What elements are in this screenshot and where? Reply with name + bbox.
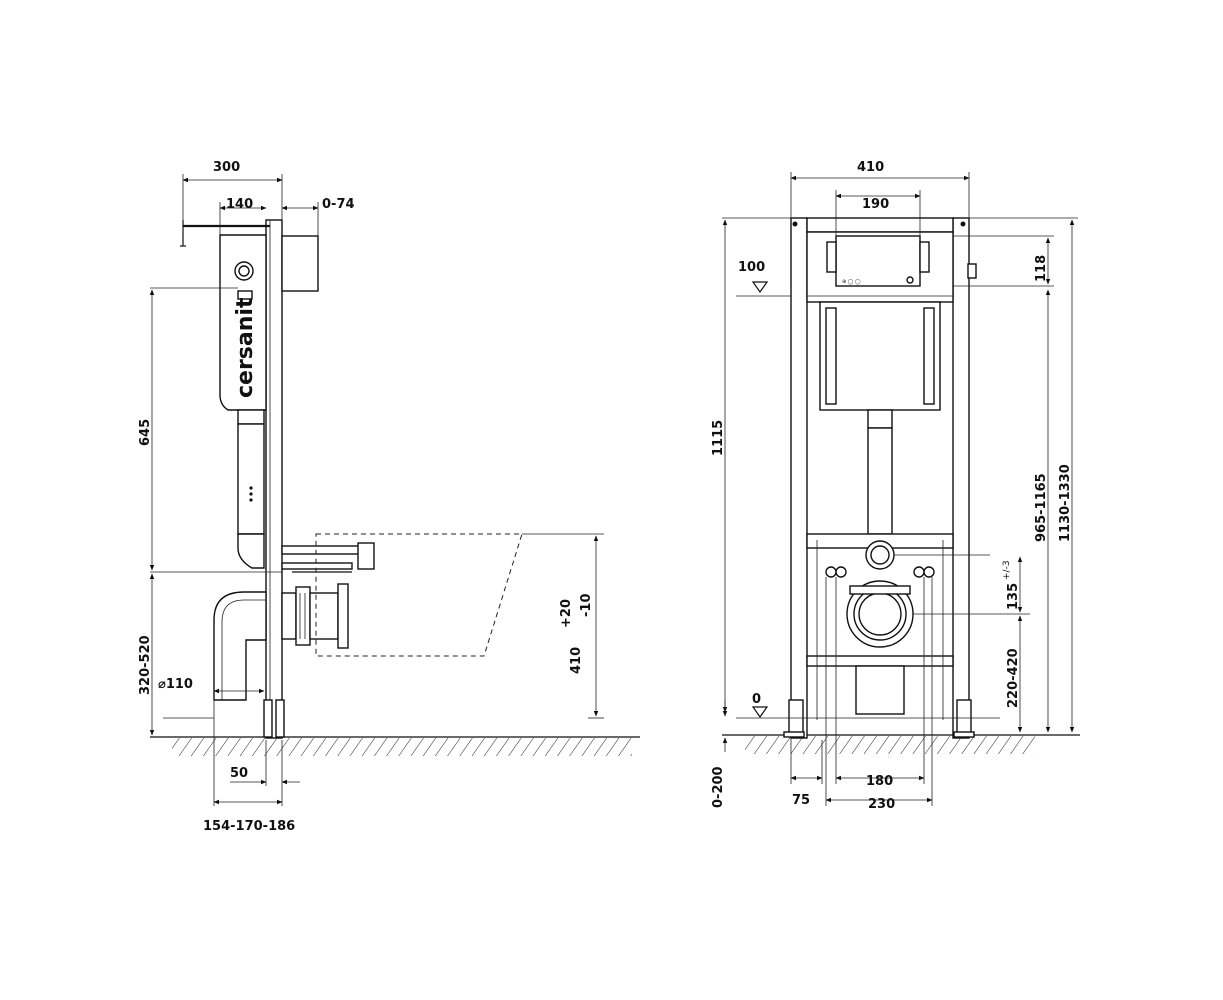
side-dimensions: 300 140 0-74 645 320-520 ⌀110: [138, 160, 604, 834]
front-flush-pipe: [867, 409, 893, 535]
dim-75: 75: [792, 793, 810, 808]
level-0: 0: [752, 692, 761, 707]
triangle-down-icon: [751, 281, 769, 294]
front-dimensions: 410 190 1115 100 118 965-1165 1: [711, 160, 1078, 812]
front-floor: [722, 734, 1080, 754]
side-cistern: cersanit: [219, 234, 319, 411]
front-top-bar: [806, 217, 954, 233]
dim-180: 180: [866, 774, 893, 789]
dim-965-1165: 965-1165: [1034, 473, 1049, 542]
brand-logo: cersanit: [233, 297, 258, 398]
dim-118: 118: [1034, 255, 1049, 282]
front-cistern: ⊕ ◯ ◯: [806, 231, 977, 411]
side-view: cersanit: [138, 160, 640, 834]
front-inlet: [865, 540, 895, 570]
dim-154-170-186: 154-170-186: [203, 819, 295, 834]
side-bolts: [281, 542, 375, 573]
front-outlet: [846, 580, 914, 648]
side-frame: [263, 219, 285, 739]
front-bolts: [825, 566, 935, 578]
dim-1115: 1115: [711, 420, 726, 456]
dim-320-520: 320-520: [138, 635, 153, 695]
svg-text:⊕ ◯ ◯: ⊕ ◯ ◯: [842, 279, 861, 285]
side-toilet-outline: [315, 533, 523, 657]
dim-135-tolerance: +/-3: [1002, 560, 1012, 580]
side-drain: [213, 583, 349, 701]
side-flush-pipe: [237, 409, 265, 569]
dim-50: 50: [230, 766, 248, 781]
level-100: 100: [738, 260, 765, 275]
dim-135: 135: [1006, 583, 1021, 610]
dim-410-bowl: 410: [569, 647, 584, 674]
dim-190: 190: [862, 197, 889, 212]
triangle-down-icon: [751, 706, 769, 719]
front-legs: [783, 217, 975, 739]
dim-300: 300: [213, 160, 240, 175]
dim-410-front: 410: [857, 160, 884, 175]
dim-230: 230: [868, 797, 895, 812]
dim-645: 645: [138, 419, 153, 446]
dim-110: ⌀110: [158, 677, 193, 692]
dim-0-74: 0-74: [322, 197, 355, 212]
side-top-bracket: [180, 220, 270, 247]
dim-140: 140: [226, 197, 253, 212]
dim-1130-1330: 1130-1330: [1058, 464, 1073, 542]
front-view: ⊕ ◯ ◯: [711, 160, 1080, 812]
front-bottom: [806, 540, 954, 720]
dim-plus20: +20: [559, 599, 574, 628]
dim-220-420: 220-420: [1006, 648, 1021, 708]
dim-0-200: 0-200: [711, 766, 726, 808]
dim-minus10: -10: [579, 594, 594, 618]
side-floor: [150, 736, 640, 756]
